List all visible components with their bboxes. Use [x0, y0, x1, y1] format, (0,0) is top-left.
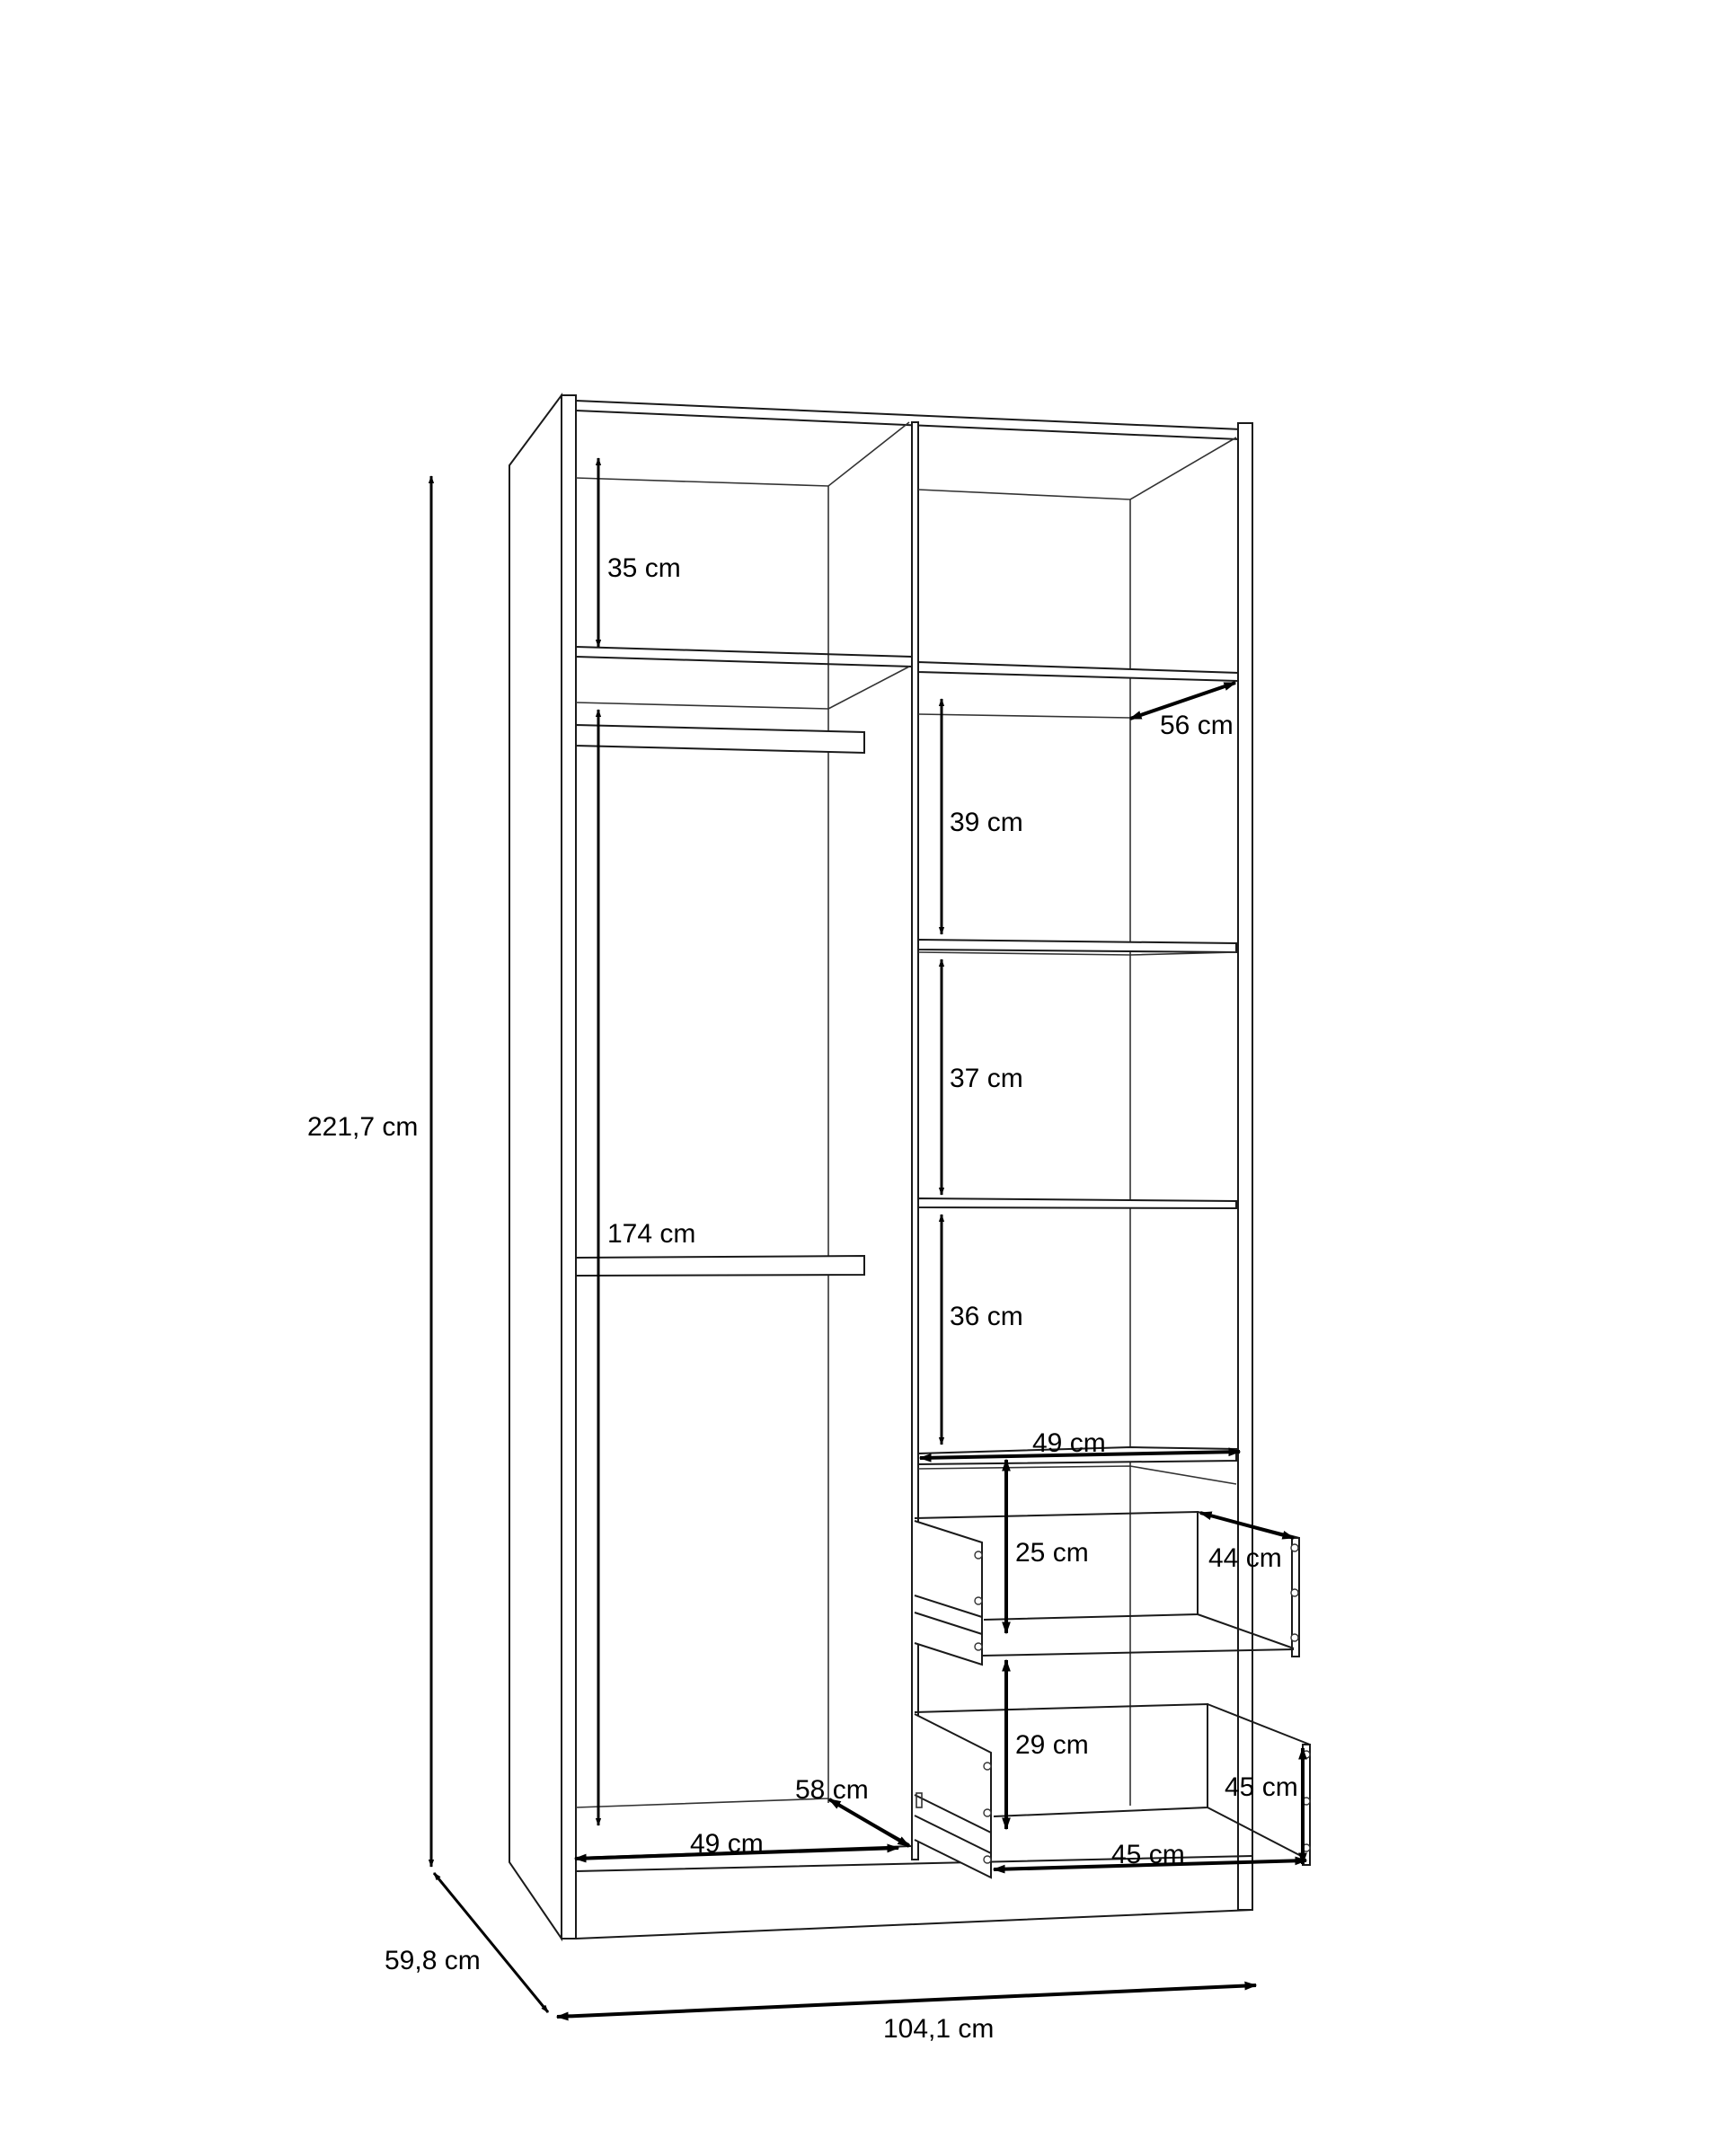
overall-depth-label: 59,8 cm	[385, 1946, 481, 1975]
shelf-gap-1-label: 39 cm	[950, 808, 1023, 837]
top-panel	[575, 400, 1243, 441]
overall-height-label: 221,7 cm	[307, 1112, 418, 1142]
lower-drawer-width-label: 45 cm	[1111, 1840, 1185, 1869]
dimension-labels: 221,7 cm 59,8 cm 104,1 cm 35 cm 174 cm 4…	[307, 553, 1298, 2044]
right-width-arrow	[918, 1447, 1242, 1462]
dimension-lines	[428, 457, 1308, 2021]
overall-width-label: 104,1 cm	[883, 2014, 994, 2044]
shelf-depth-arrow	[1128, 681, 1237, 720]
left-side-depth-face	[509, 392, 562, 1942]
hanging-height-label: 174 cm	[607, 1219, 695, 1249]
lower-drawer-inner-height-label: 45 cm	[1225, 1772, 1298, 1802]
left-top-back-edge	[575, 421, 910, 487]
shelf-depth-label: 56 cm	[1160, 711, 1234, 740]
right-shelf-1	[917, 660, 1239, 683]
depth-arrow	[432, 1872, 550, 2013]
left-top-shelf	[575, 646, 913, 667]
right-top-back-edge	[917, 437, 1237, 500]
top-clearance-label: 35 cm	[607, 553, 681, 583]
width-arrow	[555, 1981, 1258, 2021]
right-side-front-edge	[1237, 422, 1253, 1911]
wardrobe-carcass	[509, 392, 1253, 1942]
left-compartment	[575, 421, 913, 1845]
lower-drawer-height-label: 29 cm	[1015, 1730, 1089, 1760]
right-shelf-3	[917, 1197, 1237, 1210]
left-width-arrow	[573, 1843, 900, 1863]
hanging-rail	[575, 723, 865, 755]
upper-drawer-depth-arrow	[1199, 1511, 1296, 1540]
shelf-gap-3-label: 36 cm	[950, 1302, 1023, 1331]
left-side-front-edge	[561, 394, 577, 1940]
upper-drawer-height-label: 25 cm	[1015, 1538, 1089, 1568]
right-shelf-width-label: 49 cm	[1032, 1428, 1106, 1458]
left-depth-arrow	[827, 1798, 911, 1848]
centre-divider	[911, 421, 919, 1860]
lower-drawer-width-arrow	[992, 1856, 1308, 1874]
shelf-gap-2-label: 37 cm	[950, 1064, 1023, 1093]
left-mid-shelf	[575, 1254, 865, 1277]
left-interior-width-label: 49 cm	[690, 1829, 764, 1859]
left-interior-depth-label: 58 cm	[795, 1775, 869, 1805]
upper-drawer-depth-label: 44 cm	[1208, 1543, 1282, 1573]
right-shelf-2	[917, 938, 1237, 954]
